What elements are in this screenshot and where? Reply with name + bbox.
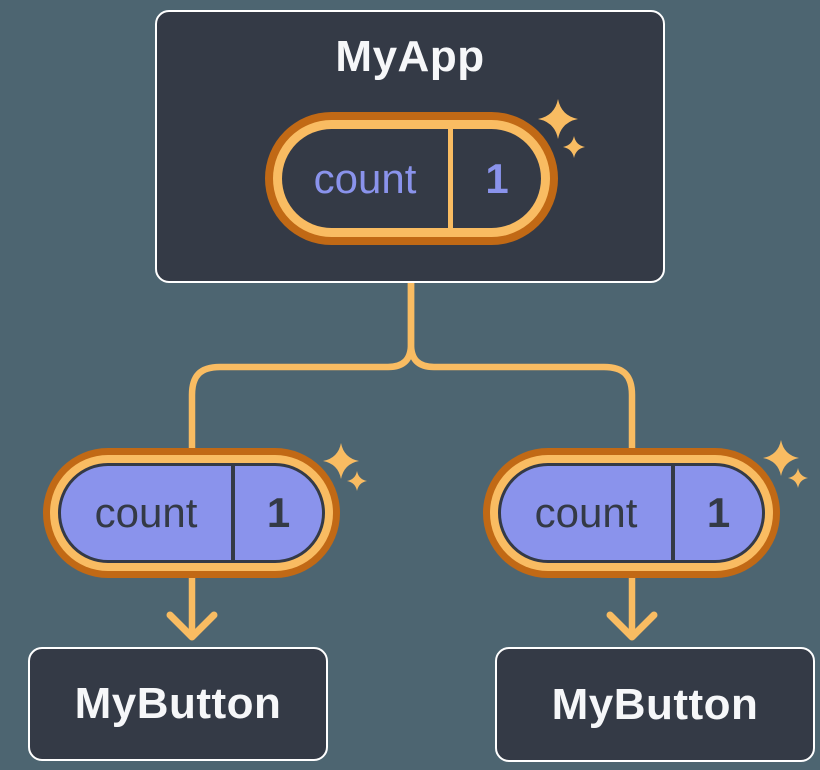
sparkle-icon	[763, 440, 799, 476]
arrowhead-right-icon	[606, 611, 658, 641]
prop-pill-left: count 1	[43, 448, 340, 578]
component-title: MyButton	[74, 679, 282, 728]
component-node-mybutton-right: MyButton	[495, 647, 815, 762]
state-pill-body: count 1	[282, 129, 541, 228]
prop-pill-value: 1	[266, 489, 291, 536]
prop-pill-right: count 1	[483, 448, 780, 578]
pill-divider	[448, 129, 453, 228]
state-pill: count 1	[265, 112, 558, 245]
pill-divider	[671, 466, 675, 560]
component-title: MyApp	[335, 32, 485, 81]
sparkle-icon	[323, 443, 359, 479]
component-node-mybutton-left: MyButton	[28, 647, 328, 761]
component-title: MyButton	[551, 679, 759, 729]
prop-pill-body: count 1	[58, 463, 325, 563]
state-pill-value: 1	[485, 154, 509, 202]
prop-pill-ring: count 1	[50, 455, 333, 571]
sparkle-icon	[788, 468, 808, 488]
arrowhead-left-icon	[166, 611, 218, 641]
state-pill-label: count	[313, 154, 417, 202]
prop-pill-value: 1	[706, 489, 731, 536]
state-pill-ring: count 1	[273, 120, 550, 237]
prop-pill-label: count	[94, 489, 198, 536]
prop-pill-label: count	[534, 489, 638, 536]
prop-pill-ring: count 1	[490, 455, 773, 571]
prop-pill-body: count 1	[498, 463, 765, 563]
sparkle-icon	[347, 471, 367, 491]
